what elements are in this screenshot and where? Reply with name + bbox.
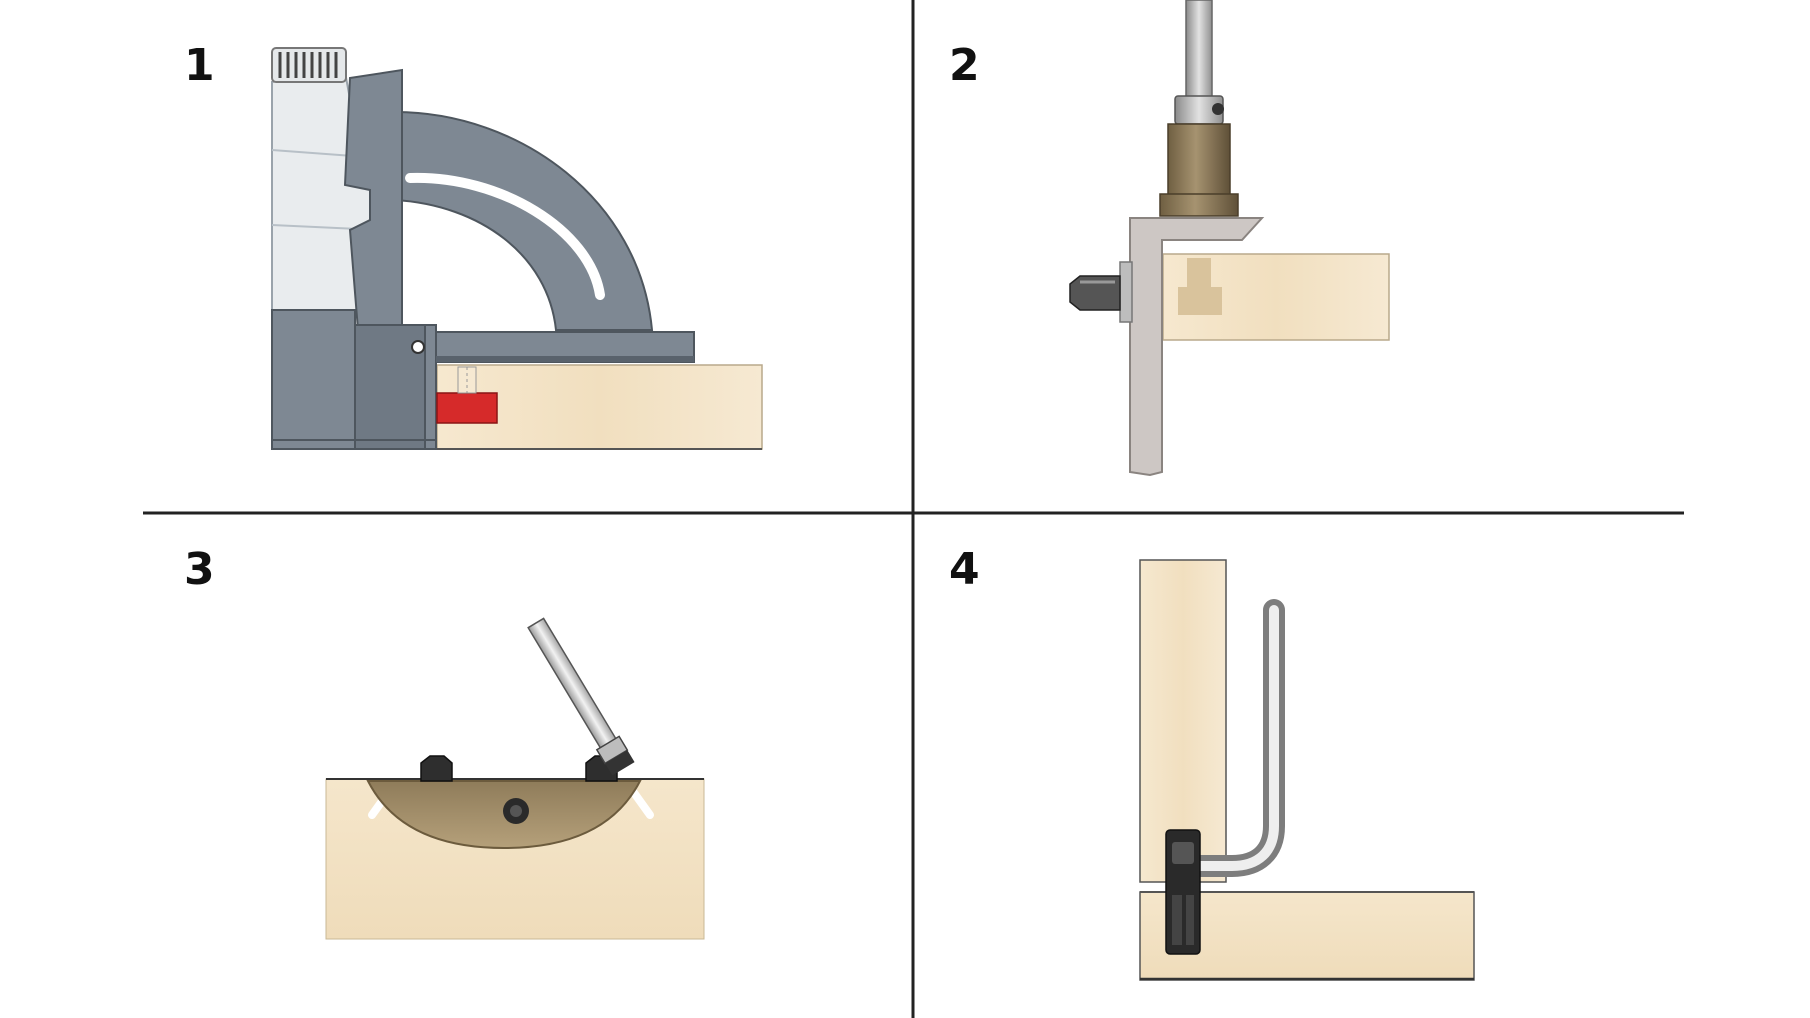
- panel-1-fence: [343, 68, 403, 331]
- panel-2-drill-shank: [1185, 0, 1213, 99]
- panel-2-drilled-hole: [1178, 287, 1222, 315]
- panel-2-brass-bushing: [1167, 123, 1231, 197]
- panel-4-vertical-board: [1139, 559, 1227, 883]
- panel-1-biscuit-joiner: [271, 47, 763, 450]
- step-2-label: 2: [949, 40, 980, 91]
- panel-2-side-drill-bit: [1069, 275, 1121, 311]
- step-3-label: 3: [184, 544, 215, 595]
- panel-2-side-bushing: [1119, 261, 1133, 323]
- panel-1-biscuit-slot: [436, 392, 498, 424]
- panel-1-blade-guard: [394, 110, 654, 331]
- panel-4-corner-joint: [1139, 559, 1475, 981]
- step-1-label: 1: [184, 40, 215, 91]
- panel-2-drilling: [1069, 0, 1390, 477]
- step-4-label: 4: [949, 544, 980, 595]
- panel-3-bolt-left: [420, 755, 453, 782]
- panel-3-fitting: [325, 617, 705, 940]
- panel-1-fence-screw: [411, 340, 425, 354]
- panel-2-angle-jig: [1129, 217, 1265, 477]
